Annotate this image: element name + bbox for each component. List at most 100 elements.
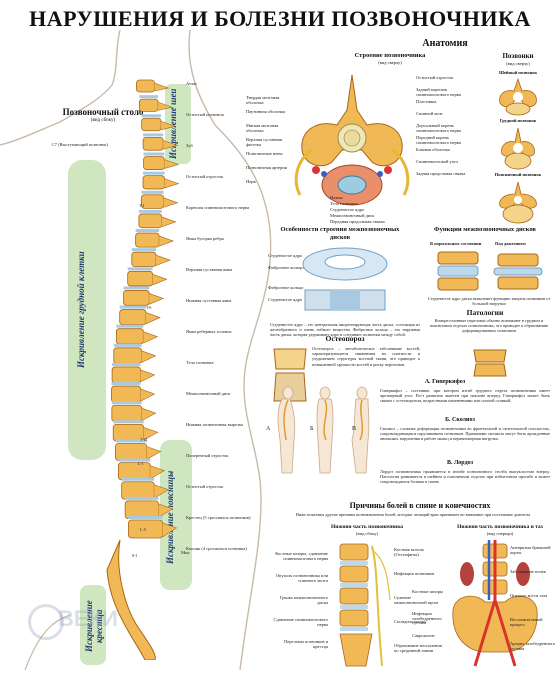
spine-column-title: Позвоночный столб (62, 107, 144, 117)
spine-label-3: Остистый отросток (186, 174, 224, 179)
structure-left-label-4: Позвоночные вены (246, 151, 283, 156)
disc-label-nucleus: Студенистое ядро (268, 253, 303, 258)
spinous-process (145, 312, 161, 324)
label-promontory: Мыс (180, 550, 190, 555)
scoliosis-title: Б. Сколиоз (445, 417, 475, 423)
lower-left-label-0: Костные шпоры, сдавление спинномозгового… (275, 551, 328, 561)
spinous-process (141, 407, 157, 421)
discs-function-illustration (437, 251, 543, 291)
spinous-process (143, 331, 159, 344)
vertebra (119, 309, 147, 326)
spine-label-9: Тело позвонка (186, 360, 214, 365)
vertebra (123, 290, 150, 306)
disc (115, 439, 147, 443)
disc (131, 248, 157, 252)
lower-right-label-3: Спондилолистез (394, 619, 426, 624)
spinous-process (162, 522, 178, 538)
lower-spine-title: Нижняя часть позвоночника (330, 524, 404, 530)
disc-section-illustration (304, 289, 386, 311)
vertebra (121, 481, 155, 500)
lordosis-title: В. Лордоз (446, 460, 474, 466)
vertebra-level-label-3: L-1 (138, 461, 144, 466)
vertebra-level-label-4: L-5 (140, 527, 146, 532)
vertebra (127, 270, 154, 287)
vertebra (131, 251, 157, 267)
structure-left-label-0: Твердая мозговая оболочка (246, 95, 280, 105)
vertebra-thoracic-label: Грудной позвонок (499, 118, 537, 123)
vertebrae-subtitle: (вид сверху) (506, 61, 530, 66)
spine-illustration (106, 79, 180, 660)
pelvis-right-label-1: Заболевание почек (510, 569, 546, 574)
vertebra (115, 443, 148, 461)
structure-right-label-8: Задняя продольная связка (416, 171, 466, 176)
spinous-process (154, 484, 169, 499)
scoliosis-text: Сколиоз – сложная деформация позвоночник… (380, 426, 550, 442)
structure-left-label-3: Верхняя суставная фасетка (246, 137, 282, 147)
vertebra (111, 385, 141, 403)
figure-label-a: А (266, 426, 271, 432)
spine-label-10: Межпозвоночный диск (186, 391, 231, 396)
lower-right-label-0: Костная мозоль (Остеофиты) (394, 547, 425, 557)
pelvis-left-label-0: Костные шпоры (412, 589, 444, 594)
spinous-process (140, 388, 156, 402)
spine-label-4: Корешок спинномозгового нерва (186, 205, 250, 210)
structure-left-label-2: Мягкая мозговая оболочка (246, 123, 279, 133)
vertebra-level-label-2: T-12 (140, 437, 148, 442)
functions-title: Функции межпозвоночных дисков (434, 226, 536, 233)
spinous-process (160, 120, 177, 131)
structure-bottom-label-1: Тело позвонка (330, 201, 358, 206)
pelvis-illustration (452, 540, 538, 667)
spinous-process (161, 216, 177, 228)
structure-bottom-label-3: Межпозвоночный диск (330, 213, 375, 218)
osteoporosis-title: Остеопороз (325, 334, 365, 343)
spinous-process (164, 159, 180, 169)
watermark-text: ВЕКИ (58, 606, 118, 631)
lower-left-label-1: Опухоль позвоночника или спинного мозга (275, 573, 328, 583)
discs-title: Особенности строения межпозвоночных диск… (280, 226, 400, 241)
watermark-logo: ВЕКИ (28, 598, 118, 640)
lower-right-label-2: Сужение межпозвоночной щели (394, 595, 438, 605)
osteoporosis-illustration (273, 348, 307, 402)
functions-state-pressure: Под давлением (495, 241, 526, 246)
structure-bottom-label-0: Ножка (330, 195, 343, 200)
disc (113, 420, 144, 424)
lower-left-label-2: Грыжа межпозвоночного диска (279, 595, 328, 605)
disc (123, 286, 150, 290)
vertebra-level-label-5: S-1 (132, 553, 138, 558)
disc (135, 229, 160, 233)
spinous-process (163, 140, 179, 150)
disc (143, 133, 164, 137)
page-title: НАРУШЕНИЯ И БОЛЕЗНИ ПОЗВОНОЧНИКА (29, 6, 531, 31)
vertebra (115, 328, 144, 345)
structure-bottom-label-2: Студенистое ядро (330, 207, 365, 212)
structure-right-label-1: Задний корешок спинномозгового нерва (416, 87, 461, 97)
vertebrae-title: Позвонки (502, 52, 534, 60)
kyphosis-title: А. Гиперкифоз (424, 379, 466, 385)
cervical-vertebra-icon (499, 77, 537, 116)
structure-right-label-5: Передний корень спинномозгового нерва (416, 135, 461, 145)
vertebra (142, 175, 165, 190)
vertebra (138, 98, 159, 112)
disc (112, 362, 141, 366)
pelvis-left-label-2: Сакроилеит (412, 633, 435, 638)
pelvis-title: Нижняя часть позвоночника и таз (457, 524, 543, 530)
pelvis-right-label-2: Опухоль кости таза (510, 593, 548, 598)
disc-top-illustration (302, 247, 388, 281)
spine-label-0: Атлас (186, 81, 198, 86)
disc (143, 152, 165, 156)
sacrum (106, 539, 156, 660)
spinous-process (150, 465, 165, 480)
vertebra-level-label-1: T-6 (146, 305, 152, 310)
spinous-process (154, 82, 170, 92)
spine-label-11: Нижняя позвоночная вырезка (186, 422, 243, 427)
spine-label-7: Нижняя суставная ямка (186, 298, 232, 303)
curve-label-thoracic: Искривление грудной клетки (76, 251, 86, 369)
spine-label-15: Копчик (4 сросшихся позвонка) (186, 546, 247, 551)
disc (111, 401, 142, 405)
disc (141, 190, 164, 194)
vertebra (124, 500, 159, 520)
disc (141, 114, 162, 118)
spine-label-14: Крестец (5 сросшихся позвонков) (186, 515, 251, 520)
structure-right-label-4: Дорсальный корень спинномозгового нерва (416, 123, 461, 133)
lumbar-vertebra-icon (499, 181, 537, 224)
